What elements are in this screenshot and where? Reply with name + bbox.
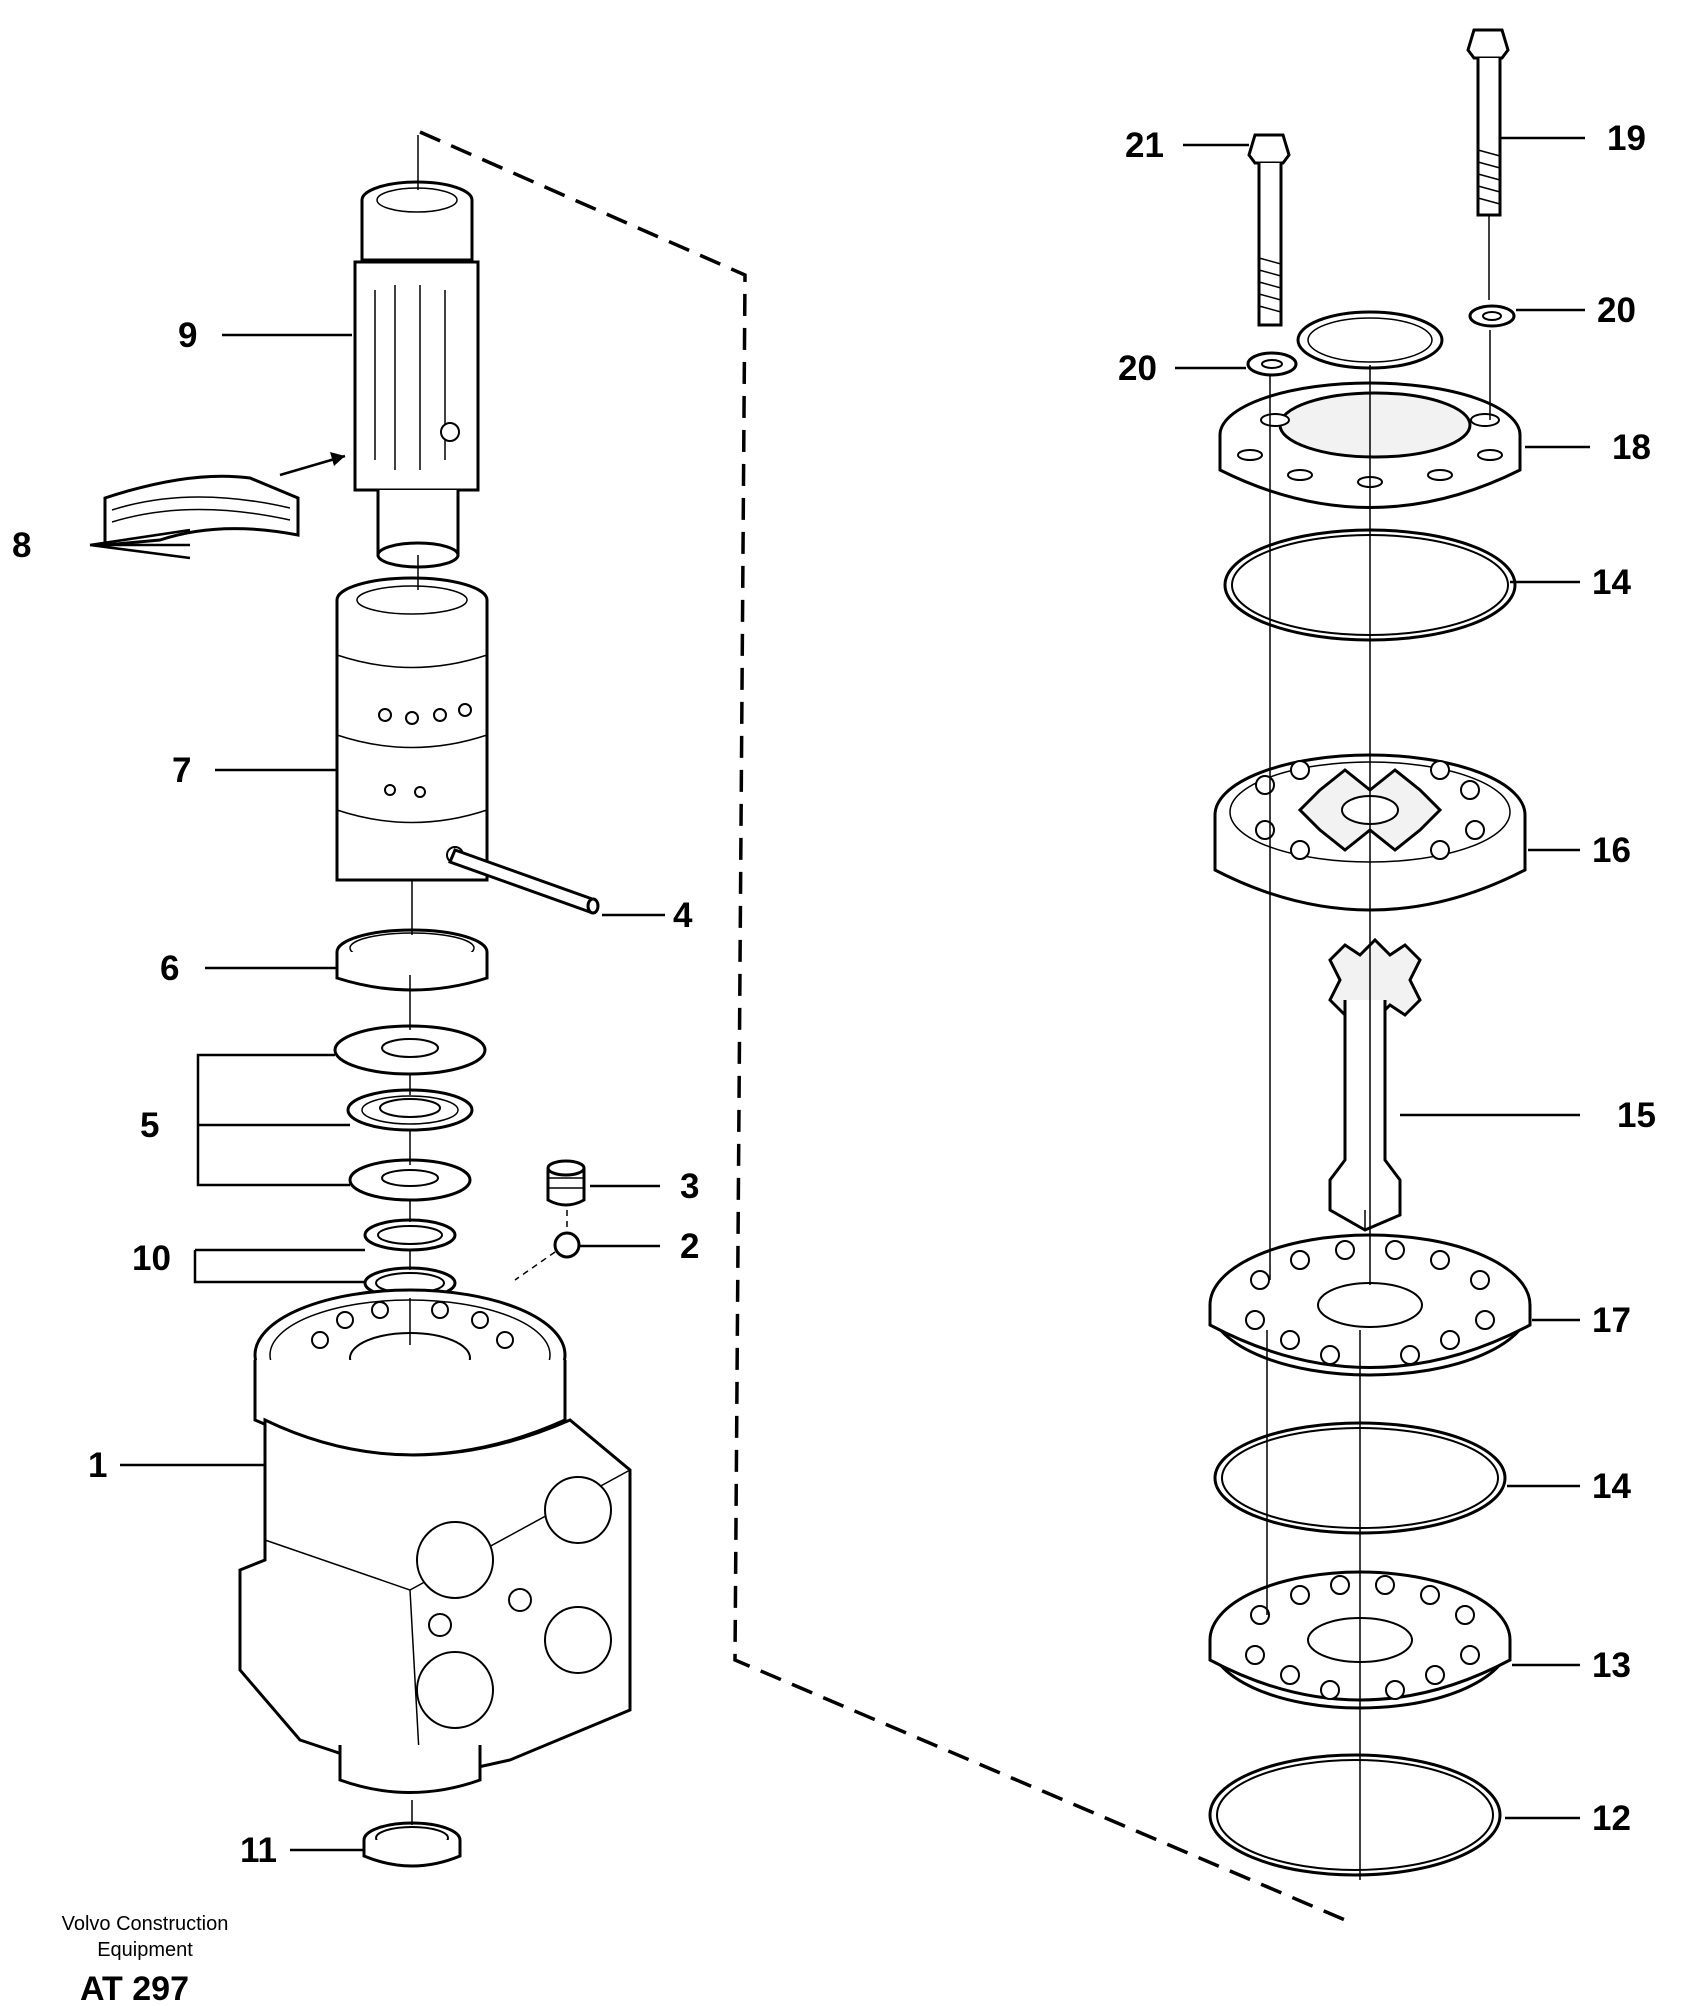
assembly-dashed-line [419, 130, 1346, 1922]
part-5-bearing [333, 1024, 487, 1202]
callout-16: 16 [1592, 831, 1631, 870]
callout-11: 11 [240, 1831, 277, 1870]
callout-3: 3 [680, 1167, 699, 1206]
leader-lines [89, 136, 1590, 1852]
right-alignment-lines [1266, 330, 1491, 1880]
callout-1: 1 [88, 1446, 107, 1485]
part-21-bolt [1247, 133, 1291, 327]
part-4-pin [448, 848, 600, 915]
callout-13: 13 [1592, 1646, 1631, 1685]
callout-20-left: 20 [1118, 349, 1157, 388]
part-1-housing [238, 1288, 632, 1794]
part-12-o-ring [1208, 1753, 1502, 1877]
brand-line-1: Volvo Construction [62, 1913, 229, 1935]
callout-14-lower: 14 [1592, 1467, 1631, 1506]
part-15-drive-shaft [1328, 937, 1422, 1232]
drawing-code: AT 297 [80, 1970, 189, 2006]
callout-5: 5 [140, 1106, 159, 1145]
brand-line-2: Equipment [97, 1939, 193, 1961]
callout-19: 19 [1607, 119, 1646, 158]
callout-18: 18 [1612, 428, 1651, 467]
callout-15: 15 [1617, 1096, 1656, 1135]
callout-2: 2 [680, 1227, 699, 1266]
callout-9: 9 [178, 316, 197, 355]
part-7-sleeve [335, 576, 489, 882]
callout-10: 10 [132, 1239, 171, 1278]
callout-4: 4 [673, 896, 693, 935]
part-3-plug [546, 1159, 586, 1207]
part-19-bolt [1466, 28, 1510, 300]
callout-12: 12 [1592, 1799, 1631, 1838]
callout-20-right: 20 [1597, 291, 1636, 330]
part-17-plate [1208, 1233, 1532, 1377]
callout-14-upper: 14 [1592, 563, 1631, 602]
part-9-spool [353, 180, 480, 569]
callout-8: 8 [12, 526, 31, 565]
part-6-ring [335, 928, 489, 992]
part-11-ring [362, 1821, 462, 1868]
callout-6: 6 [160, 949, 179, 988]
callout-21: 21 [1125, 126, 1164, 165]
left-center-axis [409, 135, 419, 1825]
part-8-springs [103, 452, 346, 547]
part-20-washer-left [1246, 351, 1298, 377]
part-2-ball [553, 1231, 581, 1259]
callout-17: 17 [1592, 1301, 1631, 1340]
ball-guide-dash [514, 1210, 568, 1281]
part-20-washer-right [1468, 304, 1516, 328]
callout-7: 7 [172, 751, 191, 790]
cover-plate [1296, 310, 1444, 370]
